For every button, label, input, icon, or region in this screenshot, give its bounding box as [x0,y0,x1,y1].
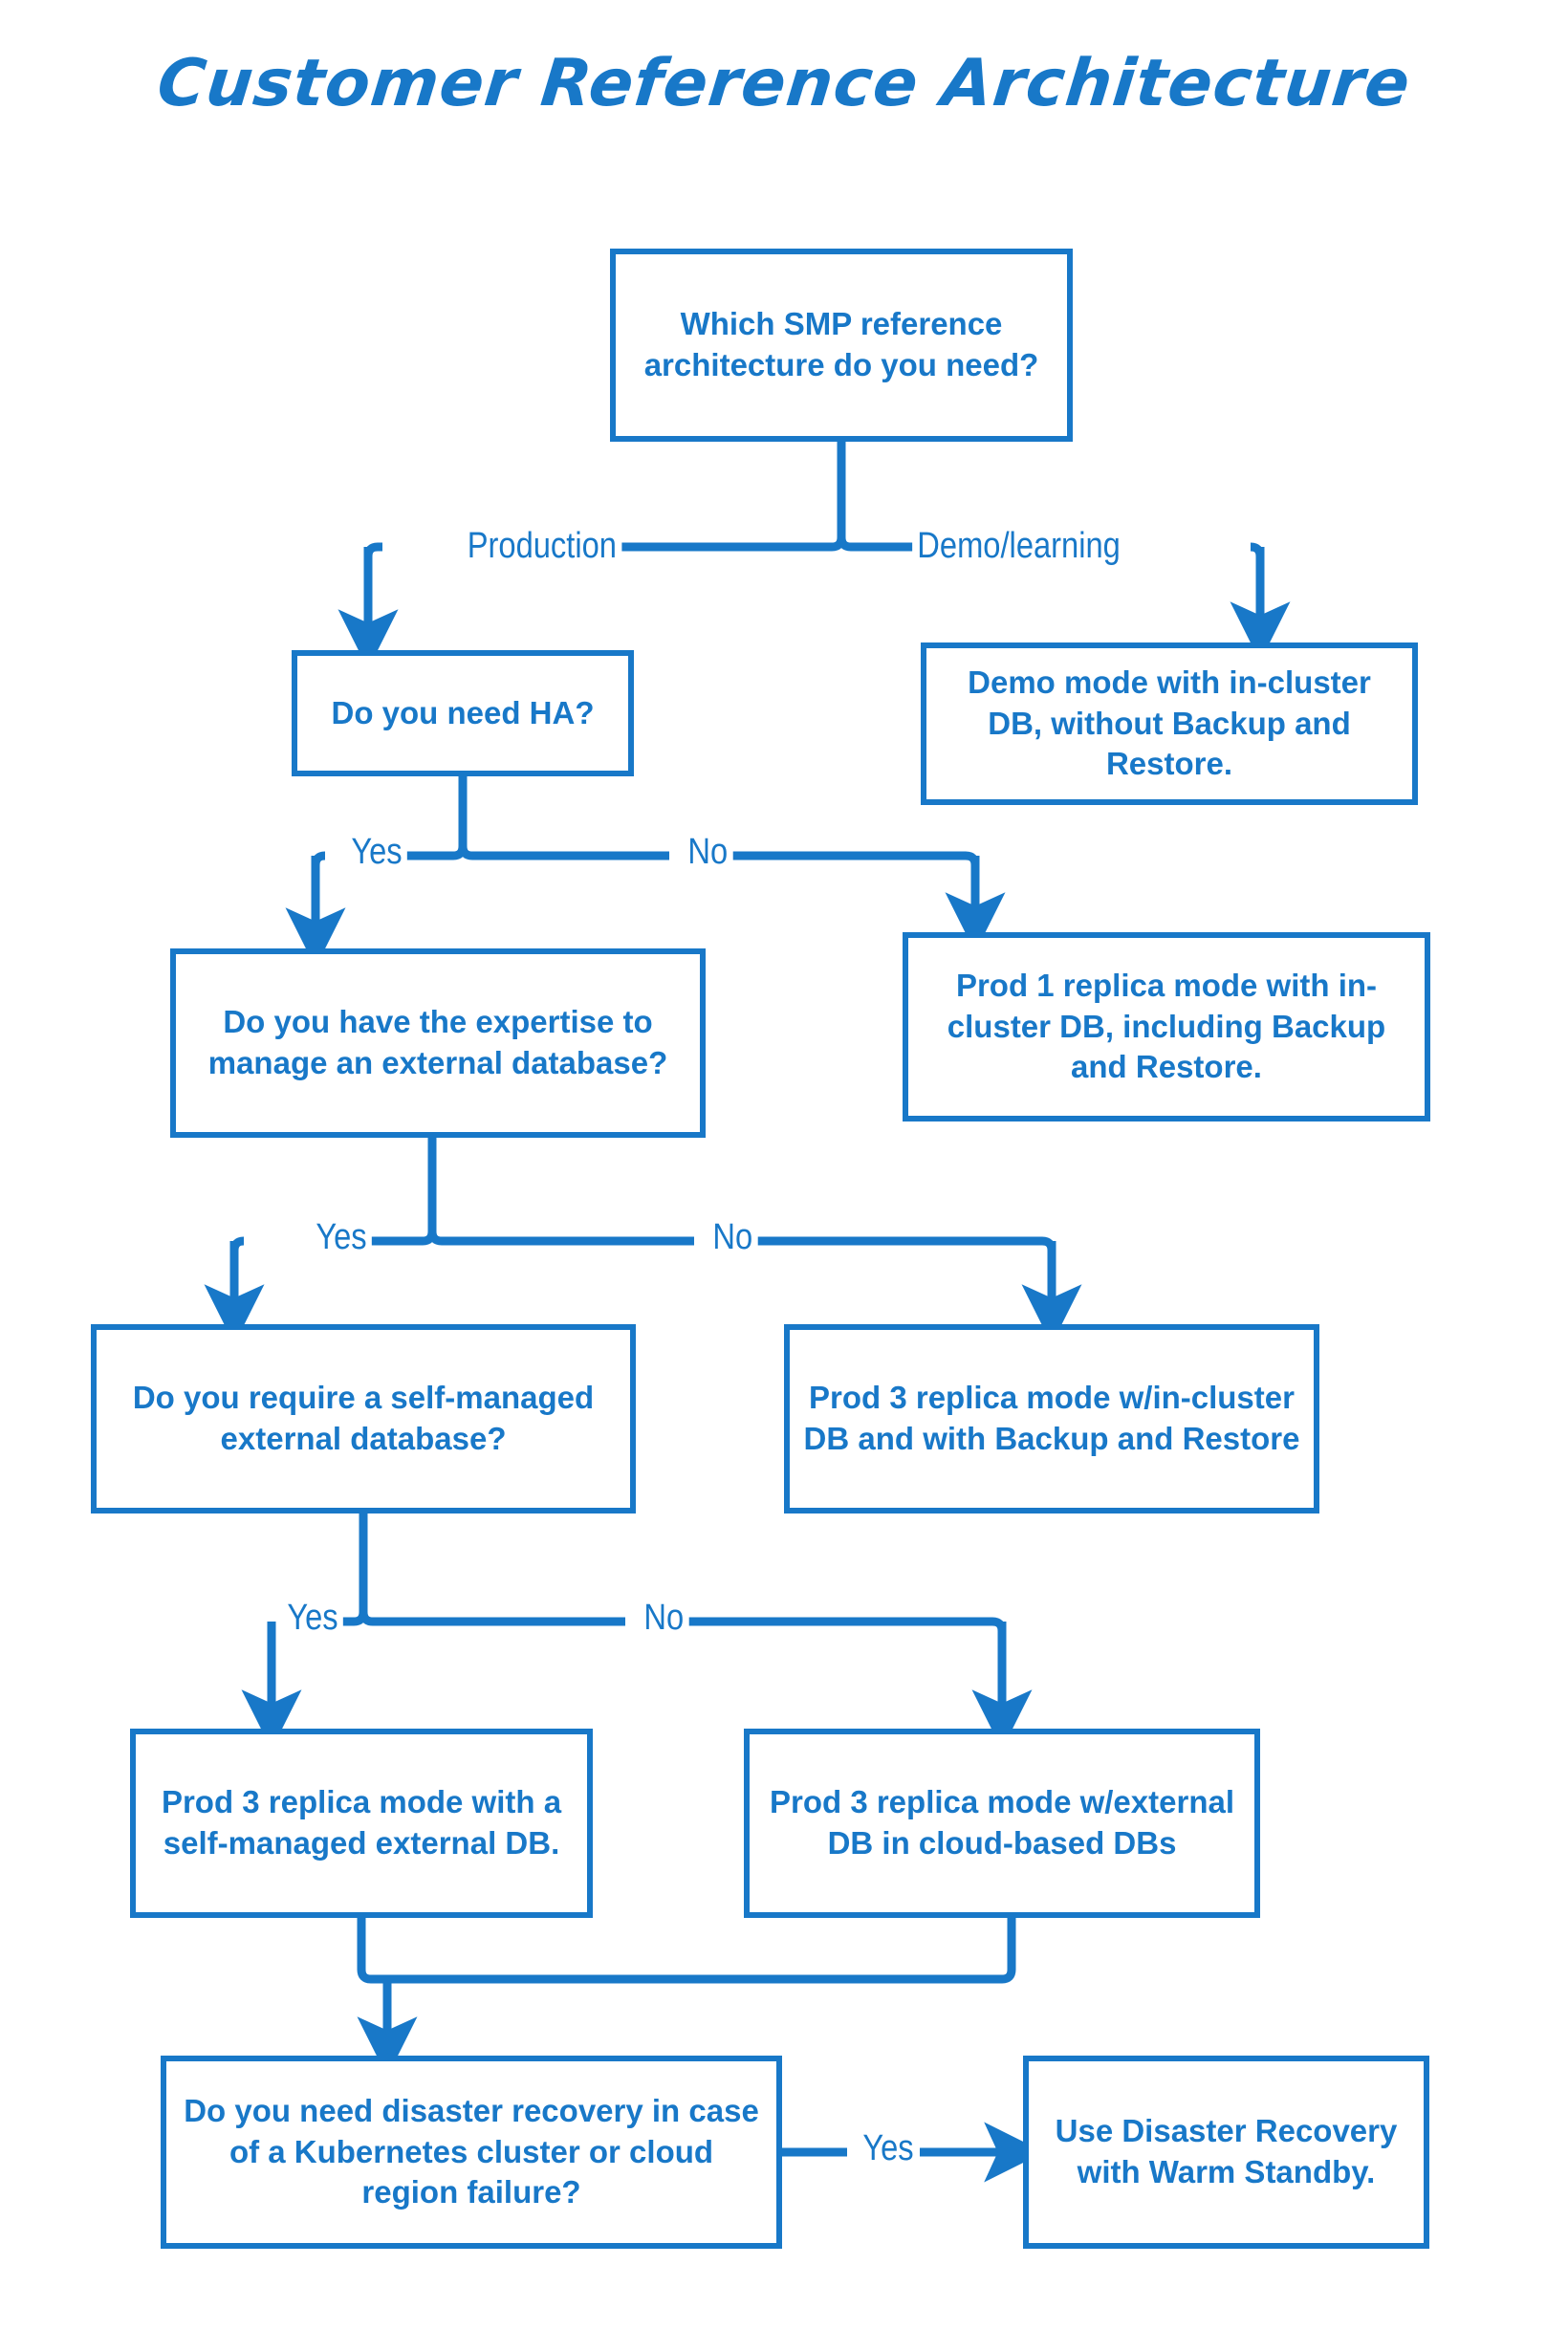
node-label: Do you have the expertise to manage an e… [207,1004,668,1080]
node-label: Prod 3 replica mode w/external DB in clo… [769,1784,1234,1861]
edge-label-selfmanaged-no: No [639,1600,689,1636]
node-label: Which SMP reference architecture do you … [643,306,1039,382]
edge-label-dr-yes: Yes [858,2130,919,2167]
node-label: Use Disaster Recovery with Warm Standby. [1055,2113,1398,2189]
node-prod-3-replica-in-cluster-db[interactable]: Prod 3 replica mode w/in-cluster DB and … [784,1324,1319,1513]
node-prod-3-replica-self-managed-external-db[interactable]: Prod 3 replica mode with a self-managed … [130,1729,593,1918]
node-label: Prod 3 replica mode with a self-managed … [161,1784,562,1861]
node-do-you-need-ha[interactable]: Do you need HA? [292,650,634,776]
edge-label-selfmanaged-yes: Yes [282,1600,343,1636]
node-prod-1-replica-mode[interactable]: Prod 1 replica mode with in-cluster DB, … [903,932,1430,1121]
node-use-disaster-recovery-warm-standby[interactable]: Use Disaster Recovery with Warm Standby. [1023,2056,1429,2249]
edge-label-demo-learning: Demo/learning [912,528,1126,564]
edge-ha-no-h1 [458,845,669,860]
edge-label-ha-no: No [683,834,733,870]
node-do-you-have-expertise-external-database[interactable]: Do you have the expertise to manage an e… [170,948,706,1138]
edge-label-production: Production [462,528,622,564]
node-label: Do you require a self-managed external d… [132,1380,595,1456]
node-do-you-need-disaster-recovery[interactable]: Do you need disaster recovery in case of… [161,2056,782,2249]
node-which-smp-reference-architecture[interactable]: Which SMP reference architecture do you … [610,249,1073,442]
edge-label-expertise-no: No [708,1219,758,1255]
node-label: Do you need disaster recovery in case of… [184,2092,759,2210]
edge-self-no-h1 [359,1611,625,1626]
edge-self-no-h2 [679,1617,1007,1632]
edge-label-expertise-yes: Yes [311,1219,372,1255]
node-label: Do you need HA? [331,694,595,730]
node-do-you-require-self-managed-external-database[interactable]: Do you require a self-managed external d… [91,1324,636,1513]
edge-ha-no-h2 [727,851,980,866]
node-label: Prod 1 replica mode with in-cluster DB, … [947,967,1386,1085]
node-prod-3-replica-cloud-based-dbs[interactable]: Prod 3 replica mode w/external DB in clo… [744,1729,1260,1918]
edge-exp-no-h1 [427,1230,694,1246]
node-demo-mode-in-cluster-db[interactable]: Demo mode with in-cluster DB, without Ba… [921,642,1418,805]
edge-root-demo-h [837,536,959,552]
edge-label-ha-yes: Yes [346,834,407,870]
edge-merge-bar [357,1918,1016,1984]
node-label: Prod 3 replica mode w/in-cluster DB and … [803,1380,1300,1456]
edge-exp-no-h2 [748,1236,1056,1252]
node-label: Demo mode with in-cluster DB, without Ba… [968,664,1371,782]
